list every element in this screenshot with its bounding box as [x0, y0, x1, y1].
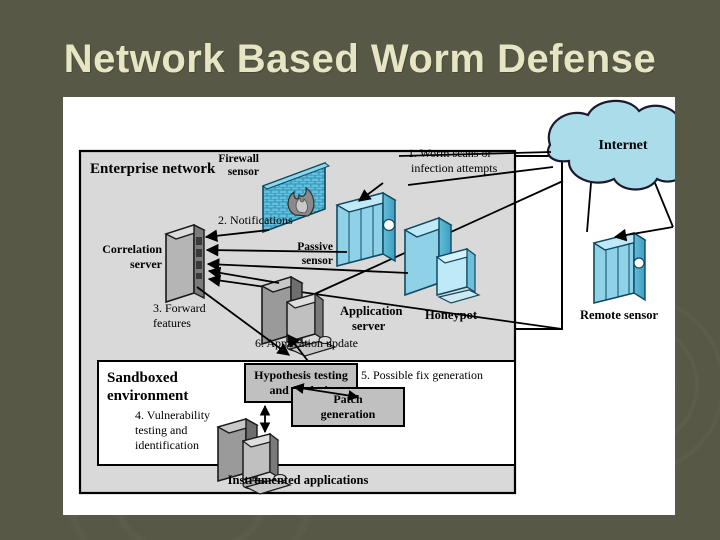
node-instrumented-applications-label: Instrumented applications [228, 473, 369, 487]
desktop-computer-icon [216, 417, 292, 495]
node-passive-sensor-label-line1: Passive [297, 241, 333, 253]
node-internet-label: Internet [599, 138, 648, 153]
cloud-icon [546, 99, 675, 191]
node-application-server-label-line1: Application [340, 304, 403, 318]
step-3-label-line1: 3. Forward [153, 301, 206, 315]
node-firewall-sensor-label-line1: Firewall [218, 153, 259, 165]
node-correlation-server-label-line2: server [130, 257, 163, 271]
step-4-label-line3: identification [135, 438, 199, 452]
node-correlation-server: Correlation server [102, 223, 206, 304]
node-honeypot: Honeypot [403, 216, 481, 322]
node-hypothesis-testing-label-line1: Hypothesis testing [254, 368, 348, 382]
node-correlation-server-label-line1: Correlation [102, 242, 162, 256]
node-internet: Internet [546, 99, 675, 191]
server-rack-icon [592, 231, 647, 305]
zone-enterprise-network-label: Enterprise network [90, 161, 216, 177]
node-instrumented-applications: Instrumented applications [216, 417, 369, 495]
step-2-label-line1: 2. Notifications [218, 213, 293, 227]
node-application-server-label-line2: server [352, 319, 386, 333]
node-patch-generation: Patch generation [291, 387, 405, 427]
node-firewall-sensor: Firewall sensor [218, 153, 331, 234]
zone-sandboxed-label-line2: environment [107, 388, 188, 404]
server-tower-icon [164, 223, 206, 304]
step-1-label-line1: 1. Worm scans or [408, 146, 491, 160]
step-4-label-line1: 4. Vulnerability [135, 408, 210, 422]
diagram-canvas: Enterprise network Internet Firewall sen… [63, 97, 675, 515]
zone-sandboxed-label-line1: Sandboxed [107, 370, 179, 386]
step-6-label-line1: 6. Application update [255, 336, 358, 350]
flame-icon [287, 186, 315, 217]
page-title: Network Based Worm Defense [63, 37, 657, 81]
step-3-label-line2: features [153, 316, 191, 330]
node-remote-sensor: Remote sensor [580, 231, 659, 322]
desktop-computer-icon [403, 216, 481, 304]
node-firewall-sensor-label-line2: sensor [228, 166, 259, 178]
node-passive-sensor-label-line2: sensor [302, 255, 333, 267]
step-1-label-line2: infection attempts [411, 161, 498, 175]
step-5-label-line1: 5. Possible fix generation [361, 368, 483, 382]
server-rack-icon [335, 191, 397, 268]
node-remote-sensor-label: Remote sensor [580, 308, 659, 322]
node-patch-generation-label-line2: generation [321, 407, 376, 421]
step-4-label-line2: testing and [135, 423, 187, 437]
